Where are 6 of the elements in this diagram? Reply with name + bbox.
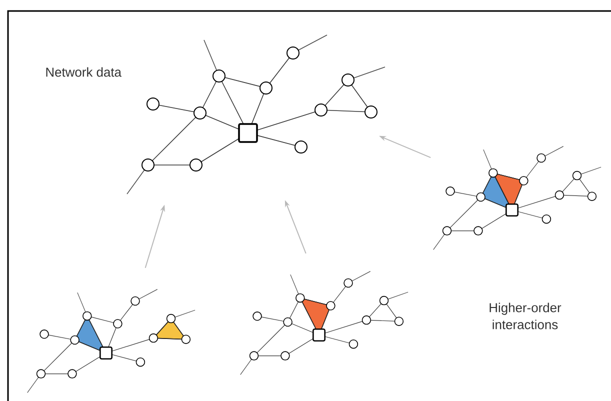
network-drawing bbox=[27, 289, 196, 393]
network-drawing bbox=[126, 34, 386, 194]
network-label: Network data bbox=[46, 67, 122, 77]
caption-label: Higher-order interactions bbox=[490, 302, 562, 330]
network-drawing bbox=[433, 146, 602, 250]
network-drawing bbox=[240, 271, 408, 375]
